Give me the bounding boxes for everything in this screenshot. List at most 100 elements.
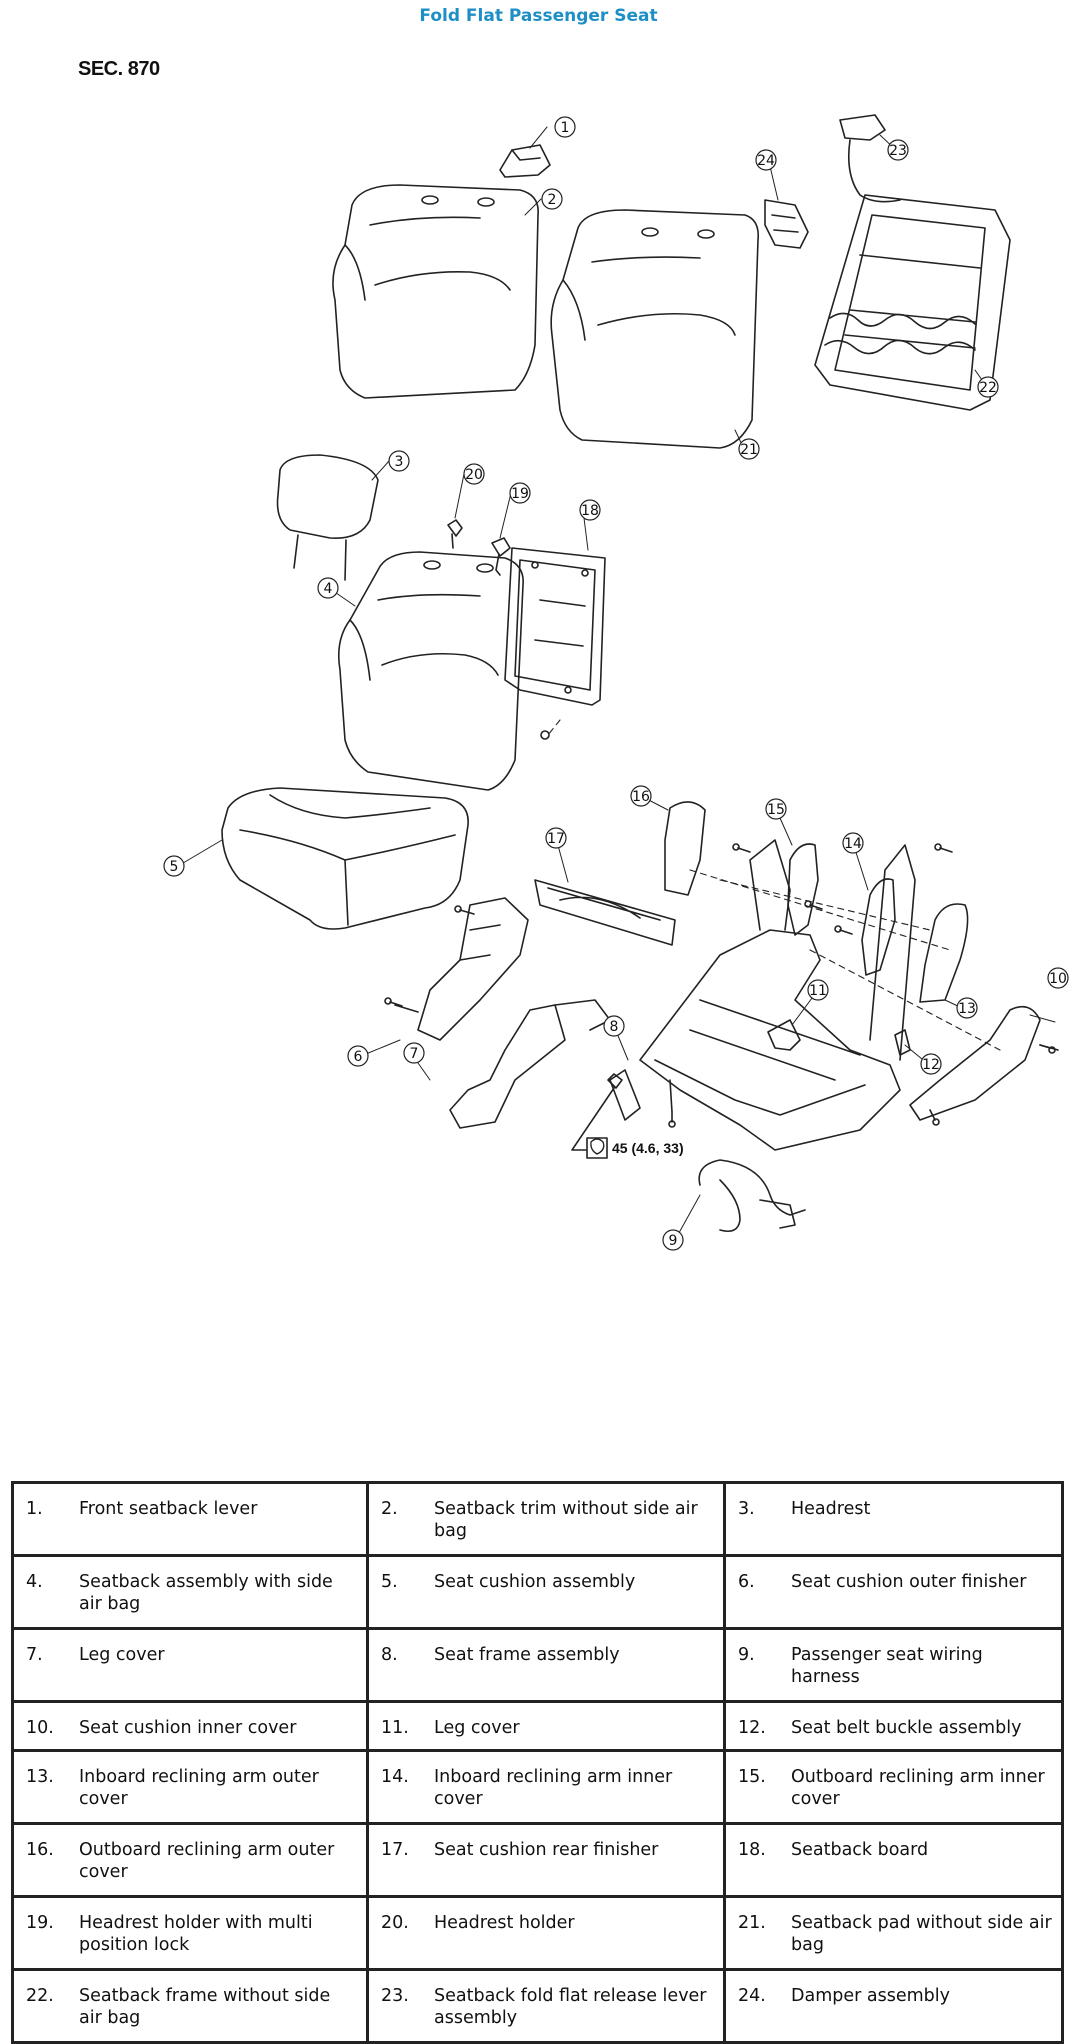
part-name: Outboard reclining arm inner cover (791, 1767, 1045, 1809)
part-name: Inboard reclining arm outer cover (79, 1767, 319, 1809)
part-cell: 19. Headrest holder with multi position l… (11, 1895, 369, 1971)
part-cell: 20. Headrest holder (366, 1895, 726, 1971)
callout-number: 17 (547, 831, 565, 847)
section-label: SEC. 870 (78, 58, 160, 80)
part-cell: 16.Outboard reclining arm outer cover (11, 1822, 369, 1898)
part-cell: 10. Seat cushion inner cover (11, 1700, 369, 1752)
callout-17: 17 (545, 827, 567, 849)
part-name: Seat frame assembly (434, 1645, 620, 1665)
callout-3: 3 (388, 450, 410, 472)
callout-number: 15 (767, 802, 785, 818)
leg-cover-11-part (767, 1019, 801, 1051)
callout-12: 12 (920, 1053, 942, 1075)
page-title: Fold Flat Passenger Seat (419, 6, 658, 26)
part-name: Seat cushion inner cover (79, 1718, 297, 1738)
part-cell: 17. Seat cushion rear finisher (366, 1822, 726, 1898)
callout-23: 23 (887, 139, 909, 161)
callout-number: 22 (979, 380, 997, 396)
part-number: 23. (381, 1986, 409, 2006)
part-name: Headrest holder with multi position lock (79, 1913, 313, 1955)
part-cell: 7.Leg cover (11, 1627, 369, 1703)
leg-cover-7-part (449, 999, 611, 1129)
screw-icons (384, 843, 1056, 1128)
headrest-holder-part (447, 519, 463, 549)
callout-number: 3 (395, 454, 404, 470)
parts-row: 13. Inboard reclining arm outer cover 14.I… (11, 1749, 1064, 1825)
part-number: 16. (26, 1840, 54, 1860)
parts-row: 19. Headrest holder with multi position l… (11, 1895, 1064, 1971)
part-name: Seatback assembly with side air bag (79, 1572, 333, 1614)
part-cell: 1. Front seatback lever (11, 1481, 369, 1557)
callout-22: 22 (977, 376, 999, 398)
release-lever-part (839, 114, 901, 203)
part-name: Seatback fold flat release lever assembl… (434, 1986, 707, 2028)
headrest-part (276, 454, 379, 581)
callout-11: 11 (807, 979, 829, 1001)
callout-number: 20 (465, 467, 483, 483)
inboard-inner-cover-part (861, 878, 896, 976)
part-number: 12. (738, 1718, 766, 1738)
part-number: 6. (738, 1572, 755, 1592)
callout-number: 4 (324, 581, 333, 597)
callout-number: 14 (844, 836, 862, 852)
callout-14: 14 (842, 832, 864, 854)
seatback-trim-part (332, 184, 539, 399)
part-name: Inboard reclining arm inner cover (434, 1767, 673, 1809)
part-cell: 11.Leg cover (366, 1700, 726, 1752)
part-number: 19. (26, 1913, 54, 1933)
part-name: Seatback board (791, 1840, 929, 1860)
part-name: Damper assembly (791, 1986, 950, 2006)
callout-24: 24 (755, 149, 777, 171)
seat-cushion-part (221, 787, 469, 930)
part-cell: 12.Seat belt buckle assembly (723, 1700, 1064, 1752)
part-cell: 4.Seatback assembly with side air bag (11, 1554, 369, 1630)
part-cell: 5.Seat cushion assembly (366, 1554, 726, 1630)
part-number: 18. (738, 1840, 766, 1860)
callout-number: 8 (610, 1019, 619, 1035)
callout-16: 16 (630, 785, 652, 807)
part-name: Front seatback lever (79, 1499, 258, 1519)
part-number: 13. (26, 1767, 54, 1787)
callout-number: 21 (740, 442, 758, 458)
part-number: 22. (26, 1986, 54, 2006)
callout-number: 16 (632, 789, 650, 805)
callout-4: 4 (317, 577, 339, 599)
callout-number: 9 (669, 1233, 678, 1249)
callout-5: 5 (163, 855, 185, 877)
damper-assembly-part (764, 199, 809, 249)
part-number: 10. (26, 1718, 54, 1738)
callout-number: 23 (889, 143, 907, 159)
callout-20: 20 (463, 463, 485, 485)
callout-7: 7 (403, 1042, 425, 1064)
part-number: 17. (381, 1840, 409, 1860)
rear-finisher-part (534, 879, 676, 946)
seat-frame-part (609, 839, 916, 1151)
part-name: Seat cushion rear finisher (434, 1840, 659, 1860)
callout-21: 21 (738, 438, 760, 460)
part-name: Seat cushion assembly (434, 1572, 636, 1592)
seatback-frame-part (814, 194, 1011, 411)
parts-row: 22.Seatback frame without side air bag 23… (11, 1968, 1064, 2044)
seat-belt-buckle-part (894, 1029, 911, 1056)
callout-number: 7 (410, 1046, 419, 1062)
part-name: Seat cushion outer finisher (791, 1572, 1027, 1592)
part-number: 1. (26, 1499, 43, 1519)
part-cell: 14.Inboard reclining arm inner cover (366, 1749, 726, 1825)
part-name: Headrest holder (434, 1913, 575, 1933)
part-cell: 22.Seatback frame without side air bag (11, 1968, 369, 2044)
part-number: 20. (381, 1913, 409, 1933)
callout-6: 6 (347, 1045, 369, 1067)
part-number: 8. (381, 1645, 398, 1665)
part-name: Headrest (791, 1499, 871, 1519)
callout-number: 5 (170, 859, 179, 875)
callout-number: 18 (581, 503, 599, 519)
part-number: 21. (738, 1913, 766, 1933)
torque-bolt-icon (571, 1073, 623, 1159)
inboard-outer-cover-part (919, 903, 969, 1003)
